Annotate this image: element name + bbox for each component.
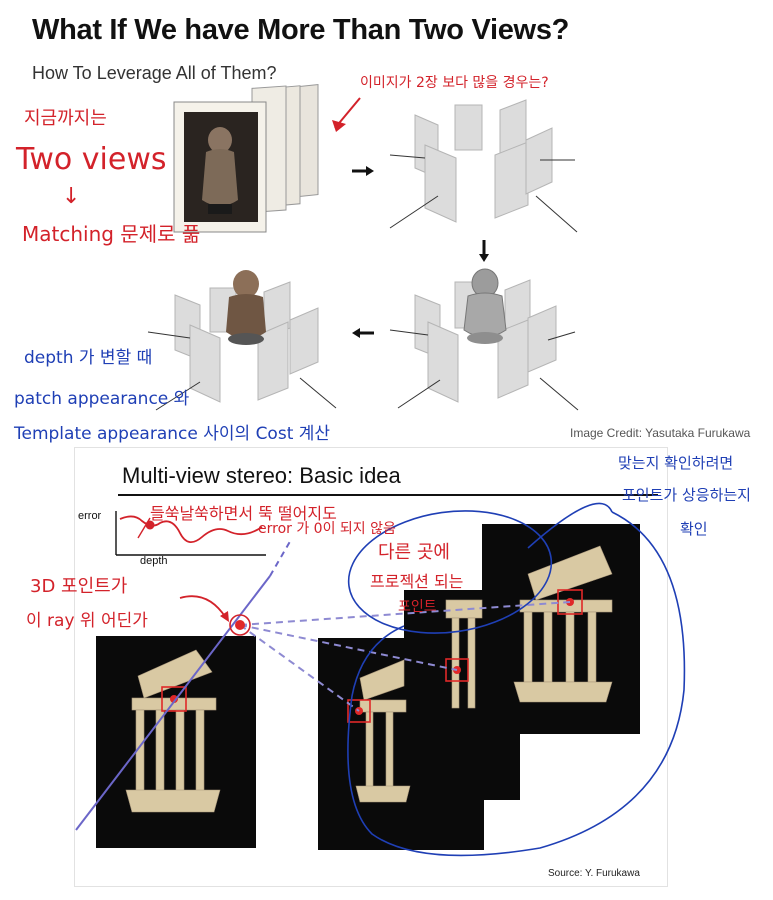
note-other-point: 다른 곳에 xyxy=(378,542,450,563)
mvs-title-rule xyxy=(118,494,658,496)
viewing-ray xyxy=(75,575,271,831)
source-credit: Source: Y. Furukawa xyxy=(548,868,640,879)
note-template-cost: Template appearance 사이의 Cost 계산 xyxy=(14,424,331,444)
error-depth-plot xyxy=(115,511,266,556)
note-point: 포인트 xyxy=(398,599,437,615)
blue-outline-annotation xyxy=(347,511,686,857)
note-3d-point: 3D 포인트가 xyxy=(30,576,128,597)
view-planes-top xyxy=(389,99,578,233)
statue-head xyxy=(208,127,232,153)
note-check-3: 확인 xyxy=(680,520,708,538)
note-depth-changes: depth 가 변할 때 xyxy=(24,348,153,368)
note-two-views: Two views xyxy=(16,142,167,177)
correspondence-patches xyxy=(161,589,583,723)
note-so-far: 지금까지는 xyxy=(24,108,107,129)
upper-figure xyxy=(61,84,579,450)
note-matching: Matching 문제로 풂 xyxy=(22,222,201,246)
mvs-slide-frame xyxy=(74,447,668,887)
slide-title: What If We have More Than Two Views? xyxy=(32,14,570,46)
note-projected: 프로젝션 되는 xyxy=(370,572,464,591)
note-check-1: 맞는지 확인하려면 xyxy=(618,454,734,472)
projection-rays xyxy=(239,601,571,712)
mvs-photos xyxy=(75,502,686,857)
note-on-ray: 이 ray 위 어딘가 xyxy=(26,611,148,631)
plot-depth-label: depth xyxy=(140,555,168,567)
mvs-slide-title: Multi-view stereo: Basic idea xyxy=(122,463,401,488)
note-check-2: 포인트가 상응하는지 xyxy=(622,486,751,504)
image-credit: Image Credit: Yasutaka Furukawa xyxy=(570,426,751,440)
temple-view-3 xyxy=(513,545,613,703)
note-bumpy-error: 들쑥날쑥하면서 뚝 떨어지도 xyxy=(150,504,337,523)
statue-body xyxy=(202,149,238,206)
plot-error-label: error xyxy=(78,510,102,522)
temple-view-2 xyxy=(355,659,411,803)
blue-circle-annotation xyxy=(347,510,553,634)
note-patch-appearance: patch appearance 와 xyxy=(14,389,190,409)
view-planes-reconstruction xyxy=(389,279,579,411)
candidate-3d-point xyxy=(235,620,245,630)
slide-subtitle: How To Leverage All of Them? xyxy=(32,63,277,83)
note-error-zero: error 가 0이 되지 않음 xyxy=(258,521,396,537)
note-down-arrow: ↓ xyxy=(62,184,81,209)
photo-stack xyxy=(173,84,319,233)
temple-view-1 xyxy=(125,649,221,813)
error-curve xyxy=(119,515,263,543)
note-more-than-two: 이미지가 2장 보다 많을 경우는? xyxy=(360,75,549,91)
